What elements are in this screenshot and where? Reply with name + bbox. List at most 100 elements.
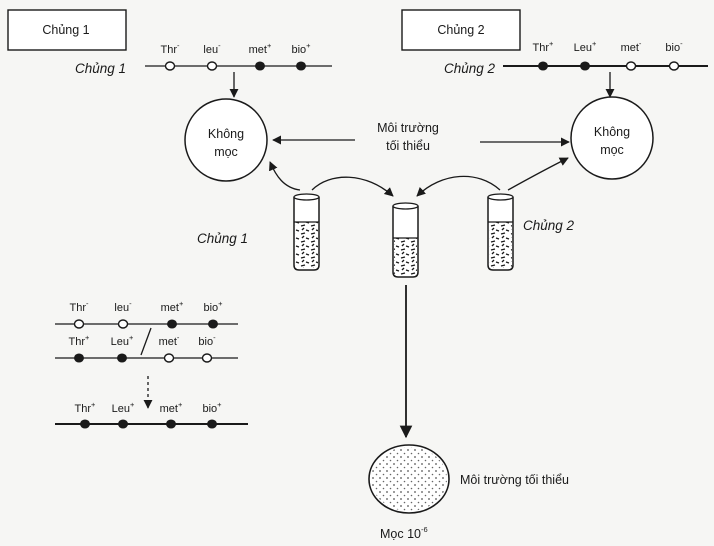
cross-1-gene-sign: - bbox=[129, 299, 132, 308]
recombinant-gene-marker-met bbox=[167, 420, 176, 428]
strain-2-box: Chủng 2 bbox=[402, 10, 520, 50]
recombinant-gene-name: met bbox=[160, 403, 178, 415]
strain-2-gene-sign: + bbox=[549, 39, 554, 48]
cross-2-gene-sign: + bbox=[129, 333, 134, 342]
strain-2-gene-marker-leu bbox=[581, 62, 590, 70]
strain-2-gene-name: bio bbox=[665, 42, 680, 54]
no-growth-left: Không mọc bbox=[185, 99, 267, 181]
strain-2-gene-name: Leu bbox=[574, 42, 592, 54]
cross-1-gene-marker-met bbox=[168, 320, 177, 328]
recombinant-gene-label: bio+ bbox=[202, 400, 222, 415]
strain-2-box-label: Chủng 2 bbox=[437, 23, 484, 37]
recombinant-gene-marker-bio bbox=[208, 420, 217, 428]
growth-text: Mọc 10 bbox=[380, 527, 421, 541]
cross-2-gene-name: Leu bbox=[111, 336, 129, 348]
cross-2-gene-label: met- bbox=[159, 333, 180, 348]
strain-1-gene-marker-bio bbox=[297, 62, 306, 70]
crossover-mark bbox=[141, 328, 151, 355]
recombinant-gene-name: bio bbox=[202, 403, 217, 415]
cross-2-gene-marker-met bbox=[165, 354, 174, 362]
tube-mixed bbox=[393, 203, 418, 277]
strain-1-gene-sign: - bbox=[177, 41, 180, 50]
cross-2-gene-label: Thr+ bbox=[69, 333, 91, 348]
strain-1-gene-marker-met bbox=[256, 62, 265, 70]
recombinant-gene-sign: + bbox=[91, 400, 96, 409]
no-growth-left-line2: mọc bbox=[214, 145, 238, 159]
strain-1-gene-name: bio bbox=[291, 44, 306, 56]
strain-1-gene-name: Thr bbox=[161, 44, 178, 56]
strain-1-gene-marker-leu bbox=[208, 62, 217, 70]
recombinant-gene-label: Leu+ bbox=[112, 400, 135, 415]
strain-1-gene-label: met+ bbox=[249, 41, 272, 56]
tube-label-strain-1: Chủng 1 bbox=[197, 231, 248, 246]
strain-2-gene-marker-met bbox=[627, 62, 636, 70]
curve-tube2-to-mix bbox=[417, 176, 500, 196]
recombinant-gene-label: met+ bbox=[160, 400, 183, 415]
strain-2-gene-name: Thr bbox=[533, 42, 550, 54]
cross-1-gene-sign: + bbox=[179, 299, 184, 308]
recombinant-gene-sign: + bbox=[178, 400, 183, 409]
recombinant-gene-name: Leu bbox=[112, 403, 130, 415]
cross-1-gene-label: bio+ bbox=[203, 299, 223, 314]
recombinant-gene-marker-leu bbox=[119, 420, 128, 428]
strain-2-gene-sign: + bbox=[592, 39, 597, 48]
recombinant-gene-name: Thr bbox=[75, 403, 92, 415]
strain-1-gene-marker-thr bbox=[166, 62, 175, 70]
strain-2-gene-label: Thr+ bbox=[533, 39, 555, 54]
growth-label: Mọc 10-6 bbox=[380, 525, 428, 541]
strain-2-gene-sign: - bbox=[639, 39, 642, 48]
cross-1-gene-label: met+ bbox=[161, 299, 184, 314]
no-growth-right: Không mọc bbox=[571, 97, 653, 179]
tube-label-strain-2: Chủng 2 bbox=[523, 218, 575, 233]
cross-1-gene-name: Thr bbox=[70, 302, 87, 314]
strain-2-gene-name: met bbox=[621, 42, 639, 54]
cross-1-gene-marker-leu bbox=[119, 320, 128, 328]
recombinant-gene-sign: + bbox=[217, 400, 222, 409]
strain-2-gene-label: Leu+ bbox=[574, 39, 597, 54]
strain-2-gene-sign: - bbox=[680, 39, 683, 48]
strain-1-gene-name: leu bbox=[203, 44, 218, 56]
strain-1-gene-label: bio+ bbox=[291, 41, 311, 56]
strain-2-gene-label: met- bbox=[621, 39, 642, 54]
cross-1-gene-label: Thr- bbox=[70, 299, 90, 314]
no-growth-right-line2: mọc bbox=[600, 143, 624, 157]
growth-exponent: -6 bbox=[421, 525, 428, 534]
strain-1-gene-label: leu- bbox=[203, 41, 221, 56]
strain-2-gene-label: bio- bbox=[665, 39, 683, 54]
minimal-medium-line2: tối thiểu bbox=[386, 139, 430, 153]
cross-1-gene-label: leu- bbox=[114, 299, 132, 314]
cross-1-gene-sign: - bbox=[86, 299, 89, 308]
cross-1-gene-name: bio bbox=[203, 302, 218, 314]
curve-tube1-to-circle bbox=[270, 162, 300, 190]
strain-1-gene-sign: - bbox=[218, 41, 221, 50]
cross-2-gene-sign: + bbox=[85, 333, 90, 342]
cross-1-gene-name: met bbox=[161, 302, 179, 314]
recombinant-gene-sign: + bbox=[130, 400, 135, 409]
cross-2-gene-marker-thr bbox=[75, 354, 84, 362]
strain-2-gene-marker-bio bbox=[670, 62, 679, 70]
cross-2-gene-sign: - bbox=[177, 333, 180, 342]
strain-1-box-label: Chủng 1 bbox=[42, 23, 89, 37]
cross-2-gene-name: bio bbox=[198, 336, 213, 348]
cross-2-gene-marker-bio bbox=[203, 354, 212, 362]
strain-2-label: Chủng 2 bbox=[444, 61, 496, 76]
cross-1-gene-marker-thr bbox=[75, 320, 84, 328]
strain-2-gene-marker-thr bbox=[539, 62, 548, 70]
strain-1-box: Chủng 1 bbox=[8, 10, 126, 50]
cross-2-gene-name: met bbox=[159, 336, 177, 348]
strain-1-gene-sign: + bbox=[267, 41, 272, 50]
tube-strain-2 bbox=[488, 194, 513, 270]
tube-strain-1 bbox=[294, 194, 319, 270]
cross-2-gene-label: Leu+ bbox=[111, 333, 134, 348]
cross-2-gene-marker-leu bbox=[118, 354, 127, 362]
crossover-panel: Thr-leu-met+bio+ Thr+Leu+met-bio- Thr+Le… bbox=[55, 299, 248, 428]
curve-tube1-to-mix bbox=[312, 177, 393, 196]
plate bbox=[369, 445, 449, 513]
strain-1-gene-label: Thr- bbox=[161, 41, 181, 56]
strain-1-gene-name: met bbox=[249, 44, 267, 56]
curve-tube2-to-circle bbox=[508, 158, 568, 190]
minimal-medium-center: Môi trường tối thiểu bbox=[273, 121, 569, 153]
recombinant-gene-marker-thr bbox=[81, 420, 90, 428]
